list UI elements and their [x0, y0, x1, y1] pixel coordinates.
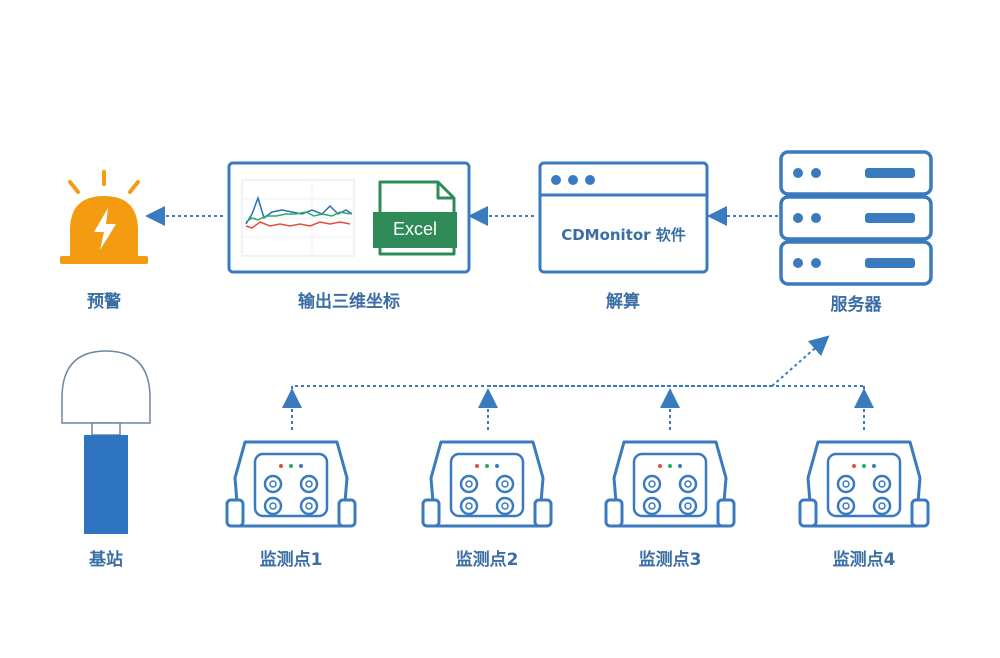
flow-arrows — [145, 206, 874, 430]
label-server: 服务器 — [830, 295, 882, 315]
label-solve: 解算 — [606, 292, 640, 312]
monitoring-device-icon — [225, 440, 930, 528]
software-name: CDMonitor 软件 — [561, 226, 686, 244]
excel-label: Excel — [392, 219, 437, 239]
excel-icon — [373, 180, 457, 256]
label-output: 输出三维坐标 — [298, 292, 400, 312]
label-base-station: 基站 — [89, 550, 123, 570]
label-point-1: 监测点1 — [259, 550, 323, 570]
chart-icon — [241, 179, 355, 257]
label-point-2: 监测点2 — [455, 550, 519, 570]
label-point-4: 监测点4 — [832, 550, 896, 570]
server-rack-icon — [779, 150, 933, 286]
alarm-light-icon — [60, 170, 148, 264]
browser-window-icon — [538, 161, 709, 274]
label-point-3: 监测点3 — [638, 550, 702, 570]
label-warning: 预警 — [87, 292, 121, 312]
gnss-antenna-icon — [61, 350, 151, 534]
